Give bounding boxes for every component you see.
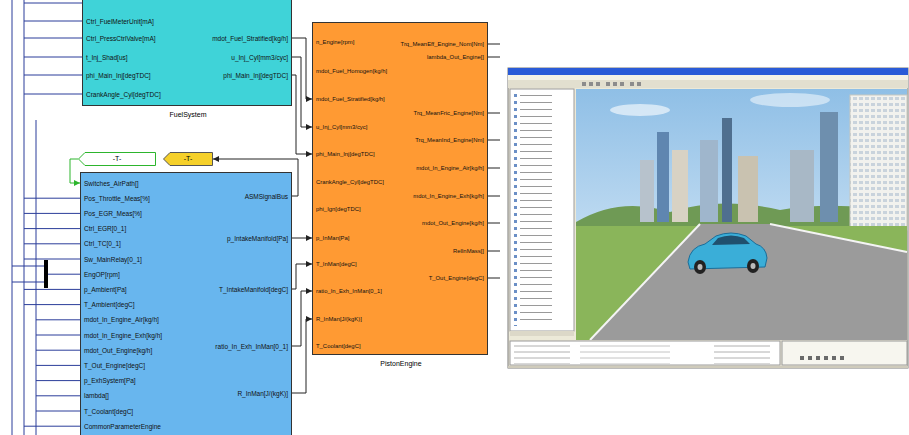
port-label: T_InMan[degC]	[316, 260, 357, 269]
port-label: Ctrl_FuelMeterUnit[mA]	[86, 17, 154, 26]
tag-label: -T-	[163, 154, 213, 163]
subsystem-block: n_Engine[rpm] mdot_Fuel_Homogen[kg/h]mdot…	[312, 22, 488, 355]
port-label: CrankAngle_Cyl[degTDC]	[316, 178, 384, 187]
port-label: phi_Main_Inj[degTDC]	[316, 150, 375, 159]
signal-line	[292, 38, 312, 99]
port-label: T_Coolant[degC]	[84, 407, 133, 416]
port-label: mdot_In_Engine_Air[kg/h]	[84, 315, 159, 324]
port-label: Pos_Throttle_Meas[%]	[84, 194, 150, 203]
signal-line	[292, 264, 312, 289]
port-label: Switches_AirPath[]	[84, 179, 139, 188]
port-label: T_Out_Engine[degC]	[429, 274, 484, 283]
port-label: Trq_MeanInd_Engine[Nm]	[415, 136, 484, 145]
subsystem-block: Switches_AirPath[] Pos_Throttle_Meas[%] Po…	[80, 172, 292, 435]
port-label: Pos_EGR_Meas[%]	[84, 209, 142, 218]
port-label: CommonParameterEngine	[84, 422, 161, 431]
port-label: RelInMass[]	[453, 247, 484, 256]
simulation-screenshot	[508, 68, 908, 368]
port-label: Ctrl_PressCtrlValve[mA]	[86, 34, 156, 43]
port-label: u_Inj_Cyl[mm3/cyc]	[231, 53, 288, 62]
port-label: lambda_Out_Engine[]	[427, 53, 484, 62]
port-label: T_Ambient[degC]	[84, 300, 135, 309]
signal-line	[70, 159, 80, 183]
port-label: T_Out_Engine[degC]	[84, 361, 145, 370]
port-label: Sw_MainRelay[0_1]	[84, 255, 142, 264]
port-label: p_ExhSystem[Pa]	[84, 376, 136, 385]
port-label: mdot_In_Engine_Exh[kg/h]	[84, 331, 162, 340]
port-label: T_Coolant[degC]	[316, 342, 361, 351]
goto-tag: -T-	[163, 152, 213, 166]
port-label: mdot_In_Engine_Air[kg/h]	[416, 164, 484, 173]
port-label: mdot_In_Engine_Exh[kg/h]	[413, 192, 484, 201]
port-label: phi_Main_Inj[degTDC]	[86, 71, 151, 80]
port-label: mdot_Fuel_Stratified[kg/h]	[316, 95, 385, 104]
port-label: Trq_MeanEff_Engine_Nom[Nm]	[401, 40, 485, 49]
port-label: mdot_Out_Engine[kg/h]	[422, 219, 484, 228]
port-label: R_InMan[J/(kgK)]	[316, 315, 362, 324]
signal-line	[292, 75, 312, 154]
port-label: R_InMan[J/(kgK)]	[237, 389, 288, 398]
port-label: lambda[]	[84, 391, 109, 400]
port-label: ASMSignalBus	[245, 192, 288, 201]
port-label: p_InMan[Pa]	[316, 234, 349, 243]
port-label: Ctrl_EGR[0_1]	[84, 224, 126, 233]
port-label: n_Engine[rpm]	[316, 38, 354, 47]
from-tag: -T-	[78, 152, 156, 166]
block-name: PistonEngine	[313, 359, 489, 368]
port-label: mdot_Fuel_Homogen[kg/h]	[316, 67, 387, 76]
tag-label: -T-	[78, 154, 156, 163]
port-label: p_Ambient[Pa]	[84, 285, 127, 294]
port-label: CrankAngle_Cyl[degTDC]	[86, 90, 161, 99]
port-label: ratio_In_Exh_InMan[0_1]	[215, 342, 288, 351]
signal-line	[292, 319, 312, 393]
signal-line	[292, 238, 312, 239]
port-label: t_Inj_Shad[us]	[86, 53, 128, 62]
port-label: mdot_Fuel_Stratified[kg/h]	[212, 34, 288, 43]
subsystem-block: Ctrl_FuelMeterUnit[mA] Ctrl_PressCtrlValv…	[82, 0, 292, 106]
port-label: ratio_In_Exh_InMan[0_1]	[316, 287, 382, 296]
port-label: Trq_MeanFric_Engine[Nm]	[414, 109, 485, 118]
block-name: FuelSystem	[83, 110, 293, 119]
port-label: phi_Ign[degTDC]	[316, 205, 361, 214]
port-label: mdot_Out_Engine[kg/h]	[84, 346, 152, 355]
port-label: u_Inj_Cyl[mm3/cyc]	[316, 123, 367, 132]
port-label: T_IntakeManifold[degC]	[219, 285, 288, 294]
port-label: phi_Main_Inj[degTDC]	[223, 71, 288, 80]
signal-line	[292, 57, 312, 127]
port-label: EngOP[rpm]	[84, 270, 120, 279]
port-label: Ctrl_TC[0_1]	[84, 239, 121, 248]
port-label: p_IntakeManifold[Pa]	[227, 234, 288, 243]
